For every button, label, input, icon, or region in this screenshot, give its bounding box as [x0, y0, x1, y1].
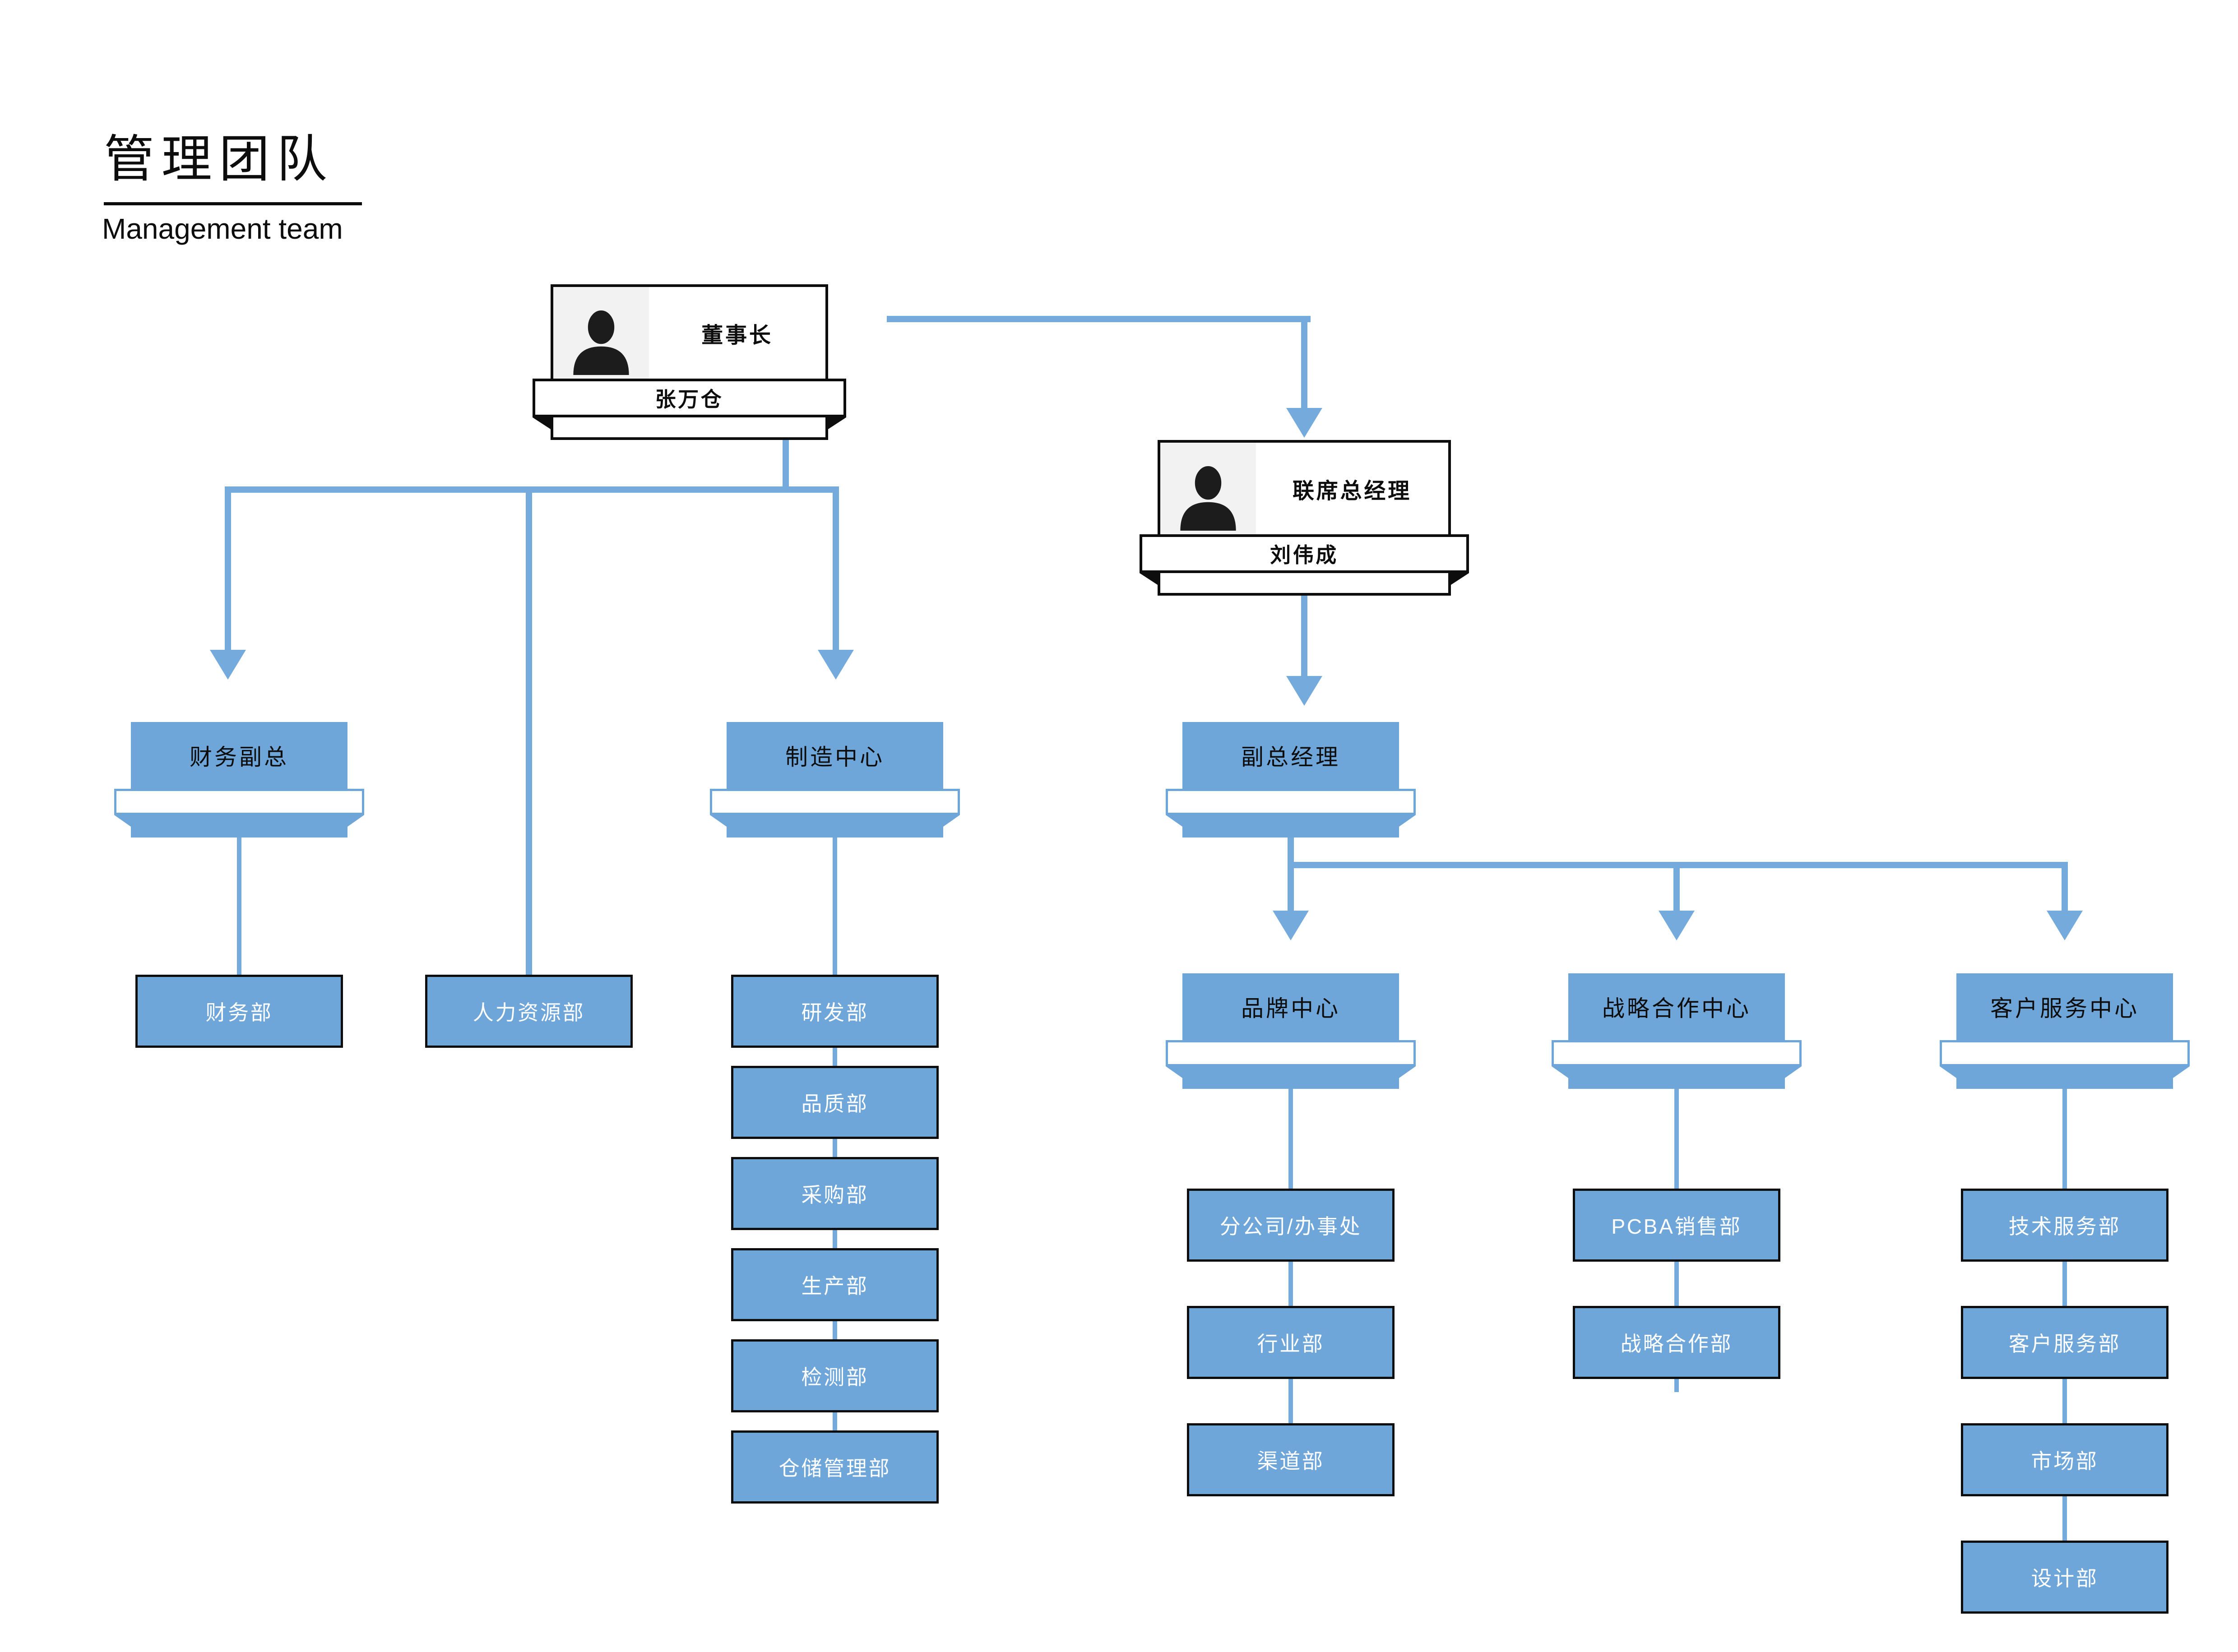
banner-fold-right-icon	[1448, 573, 1469, 587]
chairman-role: 董事长	[701, 323, 773, 347]
dept-design: 设计部	[1961, 1541, 2168, 1614]
connector-drop-finance-vp	[225, 486, 231, 652]
dept-customer-service: 客户服务部	[1961, 1306, 2168, 1379]
unit-customer-center: 客户服务中心	[1940, 973, 2190, 1089]
ribbon-fold-right-icon	[943, 815, 960, 827]
connector-deputy-stub	[1288, 838, 1294, 865]
dept-rnd: 研发部	[731, 975, 939, 1048]
ribbon-fold-left-icon	[710, 815, 727, 827]
cogm-name: 刘伟成	[1270, 543, 1339, 567]
dept-warehouse: 仓储管理部	[731, 1430, 939, 1504]
banner-fold-left-icon	[1140, 573, 1160, 587]
dept-industry: 行业部	[1187, 1306, 1395, 1379]
cogm-card: 联席总经理 刘伟成	[1140, 440, 1469, 596]
person-icon	[573, 307, 629, 375]
spine-finance-column	[237, 838, 241, 975]
ribbon-fold-left-icon	[1552, 1066, 1568, 1078]
connector-drop-mfg	[833, 486, 839, 652]
banner-fold-right-icon	[825, 417, 846, 431]
arrowhead-to-mfg	[818, 650, 854, 680]
chairman-name-banner: 张万仓	[533, 379, 846, 417]
arrowhead-to-finance-vp	[210, 650, 246, 680]
spine-brand-column	[1288, 1089, 1293, 1460]
ribbon-band	[1940, 1040, 2190, 1066]
connector-drop-customer	[2062, 862, 2068, 912]
banner-fold-left-icon	[533, 417, 553, 431]
ribbon-fold-right-icon	[1399, 815, 1416, 827]
ribbon-fold-right-icon	[1785, 1066, 1802, 1078]
page-subtitle: Management team	[102, 213, 343, 245]
ribbon-band	[1166, 789, 1416, 815]
dept-tech-service: 技术服务部	[1961, 1189, 2168, 1262]
arrowhead-to-deputy	[1286, 676, 1322, 706]
ribbon-fold-left-icon	[1166, 815, 1182, 827]
dept-finance: 财务部	[135, 975, 343, 1048]
dept-channel: 渠道部	[1187, 1423, 1395, 1496]
ribbon-band	[710, 789, 960, 815]
ribbon-band	[1166, 1040, 1416, 1066]
dept-marketing: 市场部	[1961, 1423, 2168, 1496]
cogm-card-top: 联席总经理	[1160, 443, 1448, 534]
connector-drop-brand	[1288, 862, 1294, 912]
unit-mfg-center-label: 制造中心	[785, 745, 885, 770]
page-title: 管理团队	[104, 131, 334, 187]
title-underline	[104, 202, 362, 205]
cogm-role: 联席总经理	[1292, 479, 1412, 503]
unit-finance-vp: 财务副总	[114, 722, 364, 838]
connector-drop-strategy	[1673, 862, 1680, 912]
arrowhead-to-customer	[2047, 911, 2083, 940]
ribbon-fold-right-icon	[348, 815, 364, 827]
dept-pcba-sales: PCBA销售部	[1573, 1189, 1780, 1262]
unit-deputy-gm-label: 副总经理	[1241, 745, 1340, 770]
unit-deputy-gm: 副总经理	[1166, 722, 1416, 838]
unit-brand-center-label: 品牌中心	[1241, 996, 1340, 1021]
ribbon-fold-right-icon	[2173, 1066, 2190, 1078]
cogm-avatar	[1160, 443, 1256, 534]
dept-inspection: 检测部	[731, 1339, 939, 1412]
dept-hr: 人力资源部	[425, 975, 633, 1048]
unit-brand-center: 品牌中心	[1166, 973, 1416, 1089]
unit-mfg-center: 制造中心	[710, 722, 960, 838]
unit-strategy-center-label: 战略合作中心	[1602, 996, 1751, 1021]
person-icon	[1180, 463, 1236, 531]
arrowhead-to-cogm	[1286, 408, 1322, 438]
unit-customer-center-label: 客户服务中心	[1990, 996, 2139, 1021]
connector-chairman-cogm-horizontal	[887, 316, 1311, 322]
connector-cogm-deputy	[1301, 596, 1307, 678]
dept-quality: 品质部	[731, 1066, 939, 1139]
unit-strategy-center: 战略合作中心	[1552, 973, 1802, 1089]
ribbon-fold-left-icon	[1940, 1066, 1956, 1078]
dept-strategic-coop: 战略合作部	[1573, 1306, 1780, 1379]
ribbon-fold-left-icon	[114, 815, 131, 827]
connector-chairman-trunk	[228, 486, 839, 493]
chairman-card-top: 董事长	[553, 287, 825, 379]
arrowhead-to-brand	[1273, 911, 1309, 940]
cogm-name-banner: 刘伟成	[1140, 534, 1469, 573]
connector-drop-hr	[526, 486, 532, 975]
ribbon-band	[114, 789, 364, 815]
ribbon-fold-right-icon	[1399, 1066, 1416, 1078]
spine-mfg-column	[833, 838, 837, 1467]
connector-chairman-stub	[783, 440, 789, 490]
chairman-name: 张万仓	[655, 388, 724, 411]
dept-purchasing: 采购部	[731, 1157, 939, 1230]
ribbon-fold-left-icon	[1166, 1066, 1182, 1078]
dept-branch-office: 分公司/办事处	[1187, 1189, 1395, 1262]
ribbon-band	[1552, 1040, 1802, 1066]
dept-production: 生产部	[731, 1248, 939, 1321]
chairman-avatar	[553, 287, 649, 379]
chairman-card: 董事长 张万仓	[533, 284, 846, 440]
unit-finance-vp-label: 财务副总	[190, 745, 289, 770]
arrowhead-to-strategy	[1659, 911, 1695, 940]
connector-chairman-cogm-vertical	[1301, 316, 1307, 410]
